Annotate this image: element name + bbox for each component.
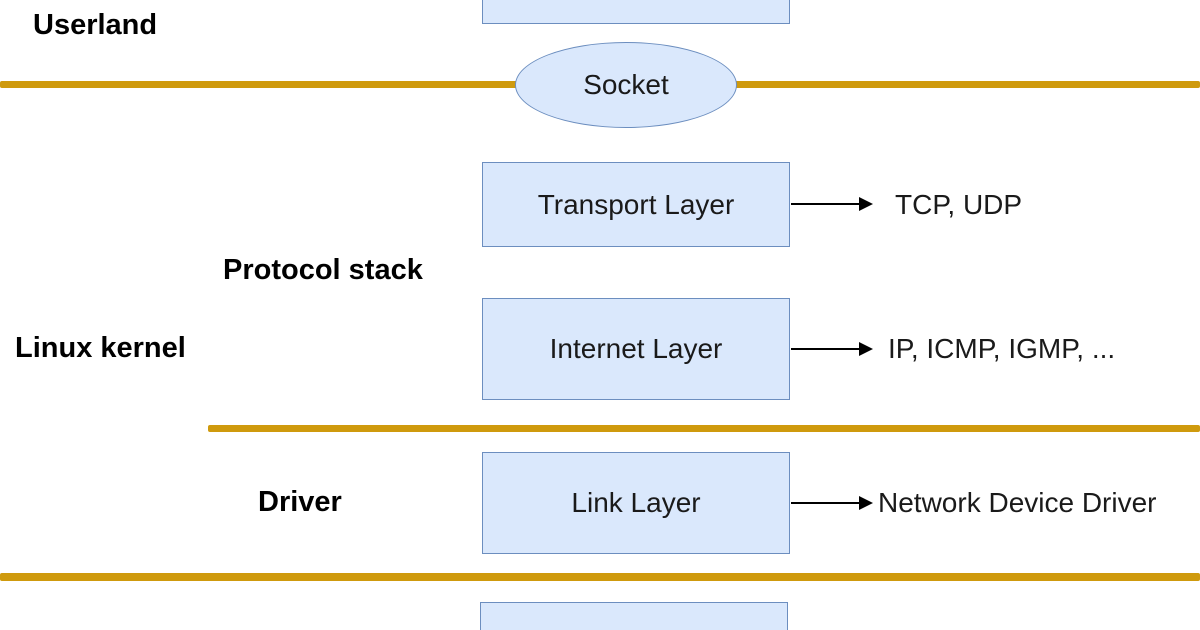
socket-label: Socket [583, 69, 669, 100]
transport-protocols-annotation: TCP, UDP [895, 189, 1023, 220]
network-device-driver-annotation: Network Device Driver [878, 487, 1157, 518]
userland-label: Userland [33, 9, 158, 41]
internet-layer-box: Internet Layer [482, 298, 790, 400]
link-arrow-shaft [791, 502, 861, 504]
transport-layer-box: Transport Layer [482, 162, 790, 247]
kernel-driver-divider [208, 425, 1200, 432]
link-layer-label: Link Layer [571, 487, 701, 518]
socket-ellipse: Socket [515, 42, 737, 128]
link-layer-box: Link Layer [482, 452, 790, 554]
transport-arrow-shaft [791, 203, 861, 205]
transport-arrow-head-icon [859, 197, 873, 211]
link-arrow-head-icon [859, 496, 873, 510]
internet-arrow-head-icon [859, 342, 873, 356]
driver-label: Driver [258, 486, 342, 518]
linux-kernel-label: Linux kernel [15, 332, 186, 364]
hardware-box-partial [480, 602, 788, 630]
application-box-partial [482, 0, 790, 24]
transport-layer-label: Transport Layer [537, 188, 735, 220]
internet-layer-label: Internet Layer [549, 333, 723, 364]
internet-protocols-annotation: IP, ICMP, IGMP, ... [888, 333, 1116, 364]
internet-arrow-shaft [791, 348, 861, 350]
protocol-stack-label: Protocol stack [223, 254, 423, 286]
driver-hardware-divider [0, 573, 1200, 581]
